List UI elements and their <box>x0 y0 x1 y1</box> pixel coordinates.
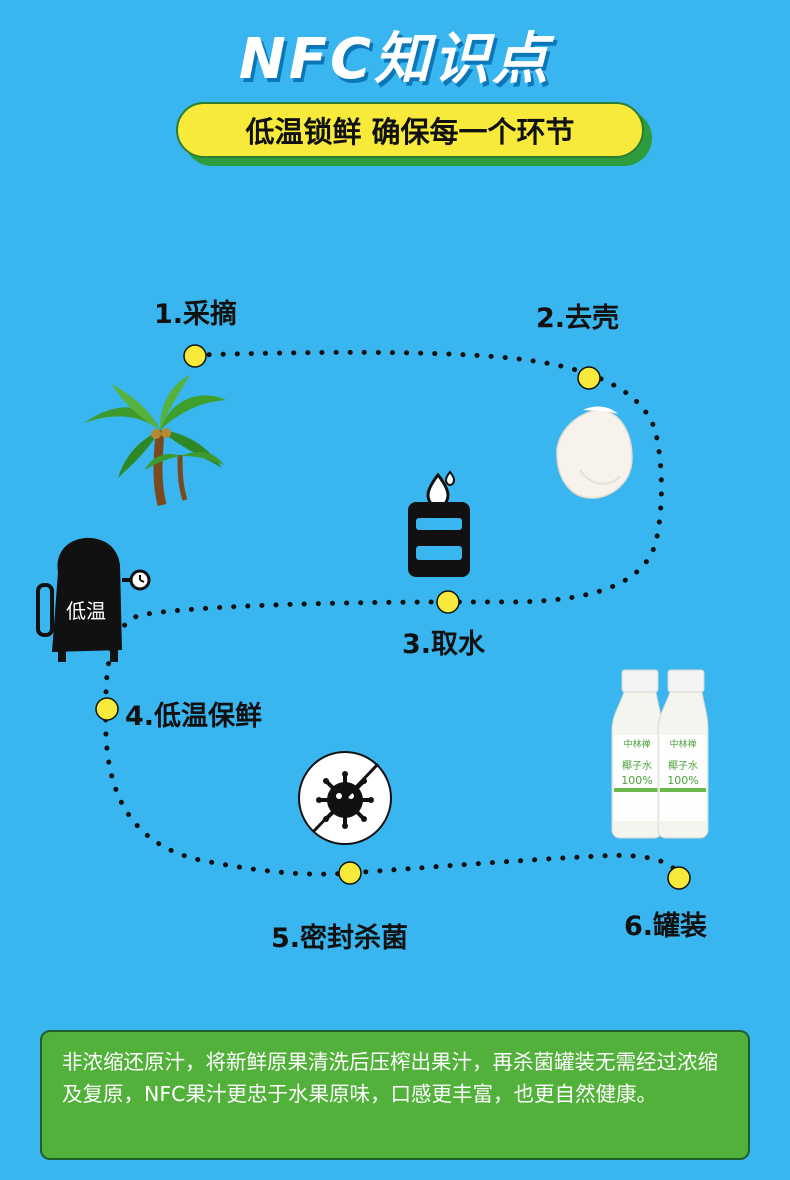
bottle-left-percent: 100% <box>621 774 652 787</box>
coconut-icon <box>556 406 633 499</box>
step-marker-6 <box>667 866 691 890</box>
bottle-right-brand: 中林禅 <box>669 738 696 750</box>
no-germs-icon <box>298 751 392 845</box>
bottle-left-product: 椰子水 <box>622 759 652 772</box>
step-marker-2 <box>577 366 601 390</box>
step-label-5: 5.密封杀菌 <box>271 923 409 954</box>
step-marker-5 <box>338 861 362 885</box>
step-marker-3 <box>436 590 460 614</box>
cold-storage-label: 低温 <box>66 599 106 623</box>
bottle-left: 中林禅 椰子水 100% <box>611 669 663 839</box>
bottle-right: 中林禅 椰子水 100% <box>657 669 709 839</box>
step-marker-1 <box>183 344 207 368</box>
water-container-icon <box>408 470 470 577</box>
step-label-6: 6.罐装 <box>624 911 708 942</box>
bottle-left-brand: 中林禅 <box>623 738 650 750</box>
cold-storage-icon: 低温 <box>36 537 151 662</box>
page-title: NFC知识点 <box>238 27 552 92</box>
step-label-2: 2.去壳 <box>536 303 620 334</box>
palm-tree-icon <box>84 375 226 507</box>
step-label-3: 3.取水 <box>402 629 486 660</box>
step-label-1: 1.采摘 <box>154 299 238 330</box>
bottles-icon: 中林禅 椰子水 100% 中林禅 椰子水 100% <box>611 669 709 839</box>
step-marker-4 <box>95 697 119 721</box>
description-box: 非浓缩还原汁，将新鲜原果清洗后压榨出果汁，再杀菌罐装无需经过浓缩及复原，NFC果… <box>40 1030 750 1160</box>
step-label-4: 4.低温保鲜 <box>125 701 263 732</box>
subtitle-banner: 低温锁鲜 确保每一个环节 <box>176 102 644 158</box>
bottle-right-product: 椰子水 <box>668 759 698 772</box>
bottle-right-percent: 100% <box>667 774 698 787</box>
